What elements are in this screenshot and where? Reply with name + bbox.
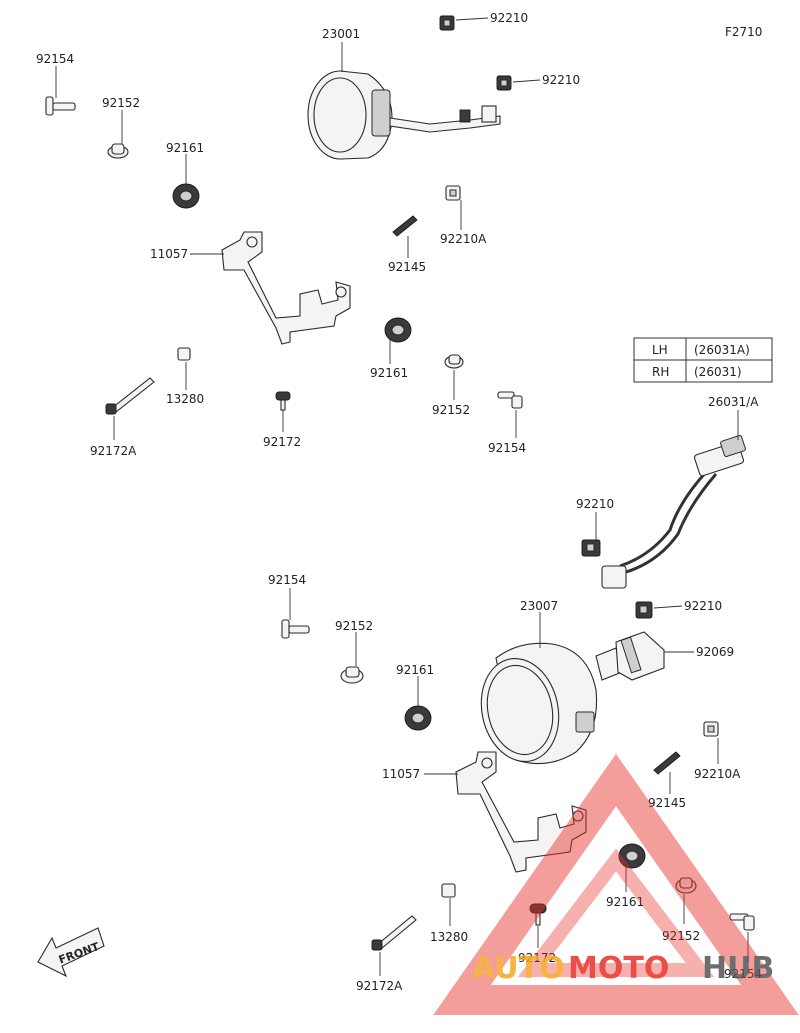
clip-92210-middle xyxy=(581,539,601,557)
watermark-auto: AUTO xyxy=(472,951,565,986)
grommet-92161-lower xyxy=(404,705,432,731)
label-92210A-b: 92210A xyxy=(694,767,741,781)
label-92172A-a: 92172A xyxy=(90,444,137,458)
label-92172-b: 92172 xyxy=(518,951,556,965)
bolt-92172A-lower xyxy=(371,915,417,951)
label-92210-d: 92210 xyxy=(684,599,722,613)
clip-92210-lower xyxy=(635,601,653,619)
table-side-rh: RH xyxy=(652,365,669,379)
label-92210-c: 92210 xyxy=(576,497,614,511)
label-92154-c: 92154 xyxy=(268,573,306,587)
collar-92152-middle xyxy=(444,354,464,369)
label-92172A-b: 92172A xyxy=(356,979,403,993)
clip-92210-top xyxy=(439,15,455,31)
label-92154-a: 92154 xyxy=(36,52,74,66)
label-92161-b: 92161 xyxy=(370,366,408,380)
screw-92172-upper xyxy=(275,391,291,411)
nut-92210A-lower xyxy=(703,721,719,737)
bracket-11057-upper xyxy=(221,231,351,345)
grommet-92161-upper-left xyxy=(172,183,200,209)
label-92145-a: 92145 xyxy=(388,260,426,274)
label-92152-b: 92152 xyxy=(432,403,470,417)
fog-lamp-lower xyxy=(480,642,598,765)
spring-92145-lower xyxy=(653,751,681,775)
label-92145-b: 92145 xyxy=(648,796,686,810)
label-92152-d: 92152 xyxy=(662,929,700,943)
label-92161-c: 92161 xyxy=(396,663,434,677)
label-92152-c: 92152 xyxy=(335,619,373,633)
label-92154-d: 92154 xyxy=(724,967,762,981)
label-13280-b: 13280 xyxy=(430,930,468,944)
label-92210A-a: 92210A xyxy=(440,232,487,246)
watermark-moto: MOTO xyxy=(568,951,669,986)
grommet-92161-middle xyxy=(384,317,412,343)
table-side-lh: LH xyxy=(652,343,668,357)
automotohub-watermark: AUTO MOTO HUB xyxy=(433,753,799,1015)
label-92210-b: 92210 xyxy=(542,73,580,87)
bolt-92154-lower-left xyxy=(281,619,310,639)
spring-92145-upper xyxy=(392,215,418,237)
wire-harness-26031 xyxy=(601,435,746,589)
watermark-hub: HUB xyxy=(702,951,774,986)
bolt-92154-upper-left xyxy=(45,96,76,116)
label-92152-a: 92152 xyxy=(102,96,140,110)
collar-92152-lower-right xyxy=(675,877,697,894)
label-92154-b: 92154 xyxy=(488,441,526,455)
label-92161-d: 92161 xyxy=(606,895,644,909)
table-part-rh: (26031) xyxy=(694,365,742,379)
label-11057-b: 11057 xyxy=(382,767,420,781)
label-11057-a: 11057 xyxy=(150,247,188,261)
label-26031: 26031/A xyxy=(708,395,759,409)
clip-13280-lower xyxy=(441,883,456,898)
label-92210-a: 92210 xyxy=(490,11,528,25)
front-direction-arrow: FRONT xyxy=(37,927,105,978)
figure-code: F2710 xyxy=(725,25,762,39)
label-92069: 92069 xyxy=(696,645,734,659)
grommet-92161-lower-right xyxy=(618,843,646,869)
screw-92172-lower xyxy=(529,903,547,926)
label-23007: 23007 xyxy=(520,599,558,613)
bolt-92154-middle xyxy=(497,391,523,409)
side-table: LH (26031A) RH (26031) xyxy=(633,337,773,383)
bulb-92069 xyxy=(595,631,665,681)
clip-92210-second xyxy=(496,75,512,91)
collar-92152-lower-left xyxy=(340,666,364,684)
bolt-92172A-upper xyxy=(105,377,155,415)
bracket-11057-lower xyxy=(455,751,587,873)
fog-lamp-upper xyxy=(307,70,501,160)
collar-92152-upper-left xyxy=(107,143,129,159)
label-23001: 23001 xyxy=(322,27,360,41)
nut-92210A-upper xyxy=(445,185,461,201)
bolt-92154-lower-right xyxy=(729,913,755,931)
label-13280-a: 13280 xyxy=(166,392,204,406)
table-part-lh: (26031A) xyxy=(694,343,750,357)
label-92172-a: 92172 xyxy=(263,435,301,449)
label-92161-a: 92161 xyxy=(166,141,204,155)
clip-13280-upper xyxy=(177,347,191,361)
